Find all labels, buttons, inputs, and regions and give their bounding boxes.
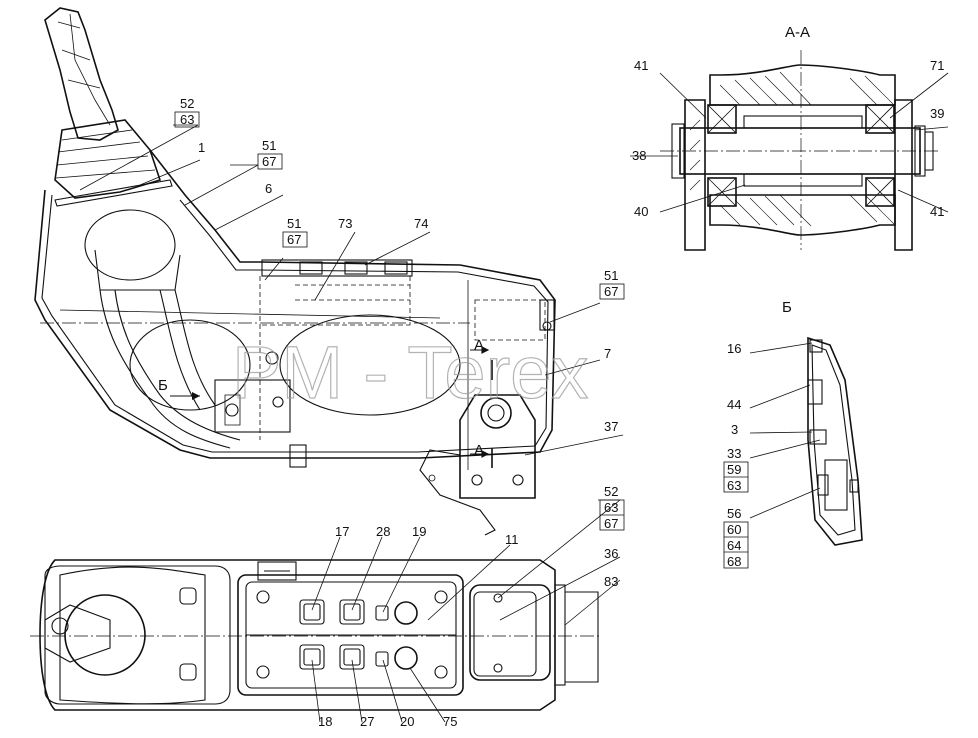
callout-64: 64	[727, 538, 741, 553]
plan-view	[30, 559, 600, 711]
callout-44: 44	[727, 397, 741, 412]
callout-1: 1	[198, 140, 205, 155]
callout-67: 67	[262, 154, 276, 169]
callout-52: 52	[180, 96, 194, 111]
callout-68: 68	[727, 554, 741, 569]
callout-67: 67	[604, 284, 618, 299]
section-a-a	[660, 50, 940, 251]
callout-labels: 52 63 1 51 67 6 51 67 73 74 51 67 7 37 4…	[174, 58, 944, 729]
callout-39: 39	[930, 106, 944, 121]
callout-63: 63	[727, 478, 741, 493]
callout-56: 56	[727, 506, 741, 521]
callout-20: 20	[400, 714, 414, 729]
callout-41: 41	[930, 204, 944, 219]
callout-71: 71	[930, 58, 944, 73]
callout-18: 18	[318, 714, 332, 729]
callout-7: 7	[604, 346, 611, 361]
callout-17: 17	[335, 524, 349, 539]
cut-a-top-label: А	[474, 337, 484, 354]
callout-41: 41	[634, 58, 648, 73]
callout-73: 73	[338, 216, 352, 231]
callout-51: 51	[287, 216, 301, 231]
view-b-title: Б	[782, 299, 792, 316]
callout-52: 52	[604, 484, 618, 499]
callout-75: 75	[443, 714, 457, 729]
callout-27: 27	[360, 714, 374, 729]
callout-83: 83	[604, 574, 618, 589]
view-b	[807, 336, 863, 546]
callout-19: 19	[412, 524, 426, 539]
callout-59: 59	[727, 462, 741, 477]
callout-40: 40	[634, 204, 648, 219]
callout-67: 67	[604, 516, 618, 531]
housing-outer	[34, 149, 556, 459]
callout-33: 33	[727, 446, 741, 461]
joystick-handle	[44, 7, 119, 141]
watermark: PM - Terex	[232, 331, 588, 414]
bracket-37	[459, 394, 536, 499]
callout-37: 37	[604, 419, 618, 434]
callout-38: 38	[632, 148, 646, 163]
callout-3: 3	[731, 422, 738, 437]
callout-51: 51	[604, 268, 618, 283]
arrow-b-label: Б	[158, 377, 168, 394]
section-aa-title: А-А	[785, 24, 810, 41]
callout-51: 51	[262, 138, 276, 153]
callout-67: 67	[287, 232, 301, 247]
callout-16: 16	[727, 341, 741, 356]
callout-63: 63	[604, 500, 618, 515]
callout-6: 6	[265, 181, 272, 196]
callout-36: 36	[604, 546, 618, 561]
rubber-boot	[54, 119, 162, 199]
callout-28: 28	[376, 524, 390, 539]
callout-11: 11	[505, 532, 519, 547]
callout-74: 74	[414, 216, 428, 231]
side-view	[34, 7, 556, 536]
cut-a-bottom-label: А	[474, 442, 484, 459]
callout-60: 60	[727, 522, 741, 537]
callout-63: 63	[180, 112, 194, 127]
